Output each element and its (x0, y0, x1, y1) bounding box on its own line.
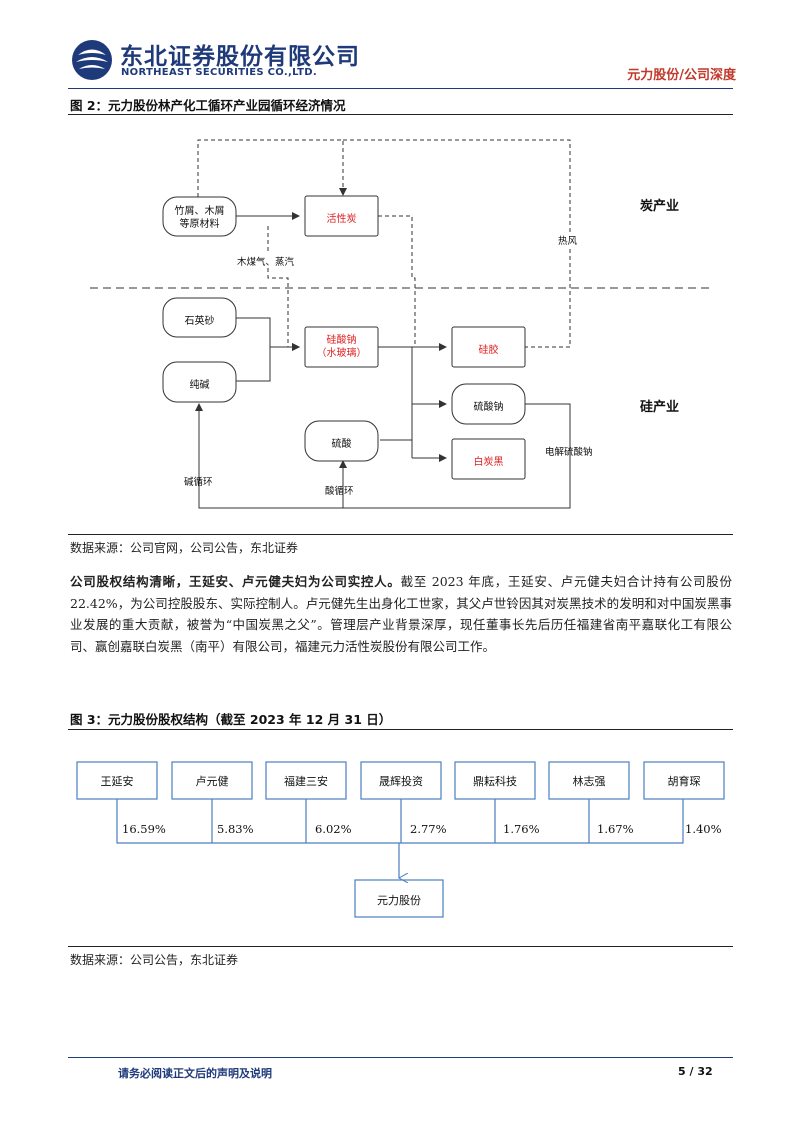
shareholder-pct-7: 1.40% (685, 822, 722, 836)
ownership-paragraph: 公司股权结构清晰，王延安、卢元健夫妇为公司实控人。截至 2023 年底，王延安、… (70, 571, 732, 657)
shareholder-pct-3: 6.02% (315, 822, 352, 836)
shareholder-pct-5: 1.76% (503, 822, 540, 836)
soda-ash-node (162, 361, 237, 403)
shareholder-name-4: 晟辉投资 (379, 775, 423, 788)
quartz-sand-label: 石英砂 (184, 316, 215, 327)
footer-disclaimer: 请务必阅读正文后的声明及说明 (118, 1067, 272, 1080)
shareholder-name-1: 王延安 (100, 775, 134, 788)
carbon-industry-label: 炭产业 (640, 199, 680, 214)
figure3-diagram (76, 761, 725, 918)
shareholder-pct-6: 1.67% (597, 822, 634, 836)
acid-cycle-label: 酸循环 (325, 486, 354, 497)
sulfuric-acid-label: 硫酸 (331, 439, 352, 450)
silica-gel-node (451, 326, 526, 368)
activated-carbon-label: 活性炭 (326, 214, 357, 225)
shareholder-pct-2: 5.83% (217, 822, 254, 836)
company-name-en: NORTHEAST SECURITIES CO.,LTD. (121, 67, 317, 78)
shareholder-pct-1: 16.59% (122, 822, 166, 836)
sodium-sulfate-node (451, 383, 526, 425)
figure2-diagram (90, 139, 712, 509)
company-name-cn: 东北证券股份有限公司 (120, 44, 360, 70)
company-name: 元力股份 (377, 894, 421, 907)
electrolysis-label: 电解硫酸钠 (545, 447, 593, 458)
sodium-silicate-line2: （水玻璃） (316, 348, 367, 359)
shareholder-name-3: 福建三安 (284, 775, 328, 788)
company-logo (70, 38, 114, 82)
paragraph-lead: 公司股权结构清晰，王延安、卢元健夫妇为公司实控人。 (70, 574, 401, 589)
raw-materials-line2: 等原材料 (179, 219, 220, 230)
activated-carbon-node (304, 195, 379, 237)
sodium-sulfate-label: 硫酸钠 (473, 402, 504, 413)
raw-materials-node (162, 196, 237, 237)
figure2-top-rule (68, 114, 733, 115)
carbon-dash (378, 215, 416, 347)
company-box (354, 879, 444, 918)
header-rule (68, 88, 733, 89)
hot-air-label: 热风 (558, 236, 578, 247)
sodium-silicate-line1: 硅酸钠 (326, 335, 357, 346)
figure3-top-rule (68, 729, 733, 730)
figure3-title: 图 3：元力股份股权结构（截至 2023 年 12 月 31 日） (70, 712, 392, 727)
silica-gel-label: 硅胶 (478, 345, 499, 356)
page-number: 5 / 32 (678, 1065, 713, 1078)
shareholder-box-7 (643, 761, 725, 800)
figure2-title: 图 2：元力股份林产化工循环产业园循环经济情况 (70, 98, 346, 113)
figure2-bottom-rule (68, 534, 733, 535)
shareholder-pct-4: 2.77% (410, 822, 447, 836)
wood-gas-label: 木煤气、蒸汽 (237, 257, 295, 268)
figure2-source: 数据来源：公司官网，公司公告，东北证券 (70, 541, 299, 555)
silicon-industry-label: 硅产业 (640, 400, 680, 415)
shareholder-name-2: 卢元健 (195, 775, 229, 788)
footer-rule (68, 1057, 733, 1058)
sodium-silicate-node (304, 326, 379, 368)
white-carbon-black-node (451, 438, 526, 480)
soda-ash-label: 纯碱 (189, 380, 210, 391)
sulfuric-acid-node (304, 420, 379, 462)
wood-gas-arrow (267, 226, 300, 351)
shareholder-name-6: 林志强 (572, 775, 606, 788)
raw-materials-line1: 竹屑、木屑 (174, 206, 225, 217)
white-carbon-black-label: 白炭黑 (473, 457, 504, 468)
shareholder-name-5: 鼎耘科技 (473, 775, 517, 788)
figure3-bottom-rule (68, 946, 733, 947)
shareholder-name-7: 胡育琛 (667, 775, 701, 788)
paragraph-body: 截至 2023 年底，王延安、卢元健夫妇合计持有公司股份 22.42%，为公司控… (70, 574, 732, 654)
figure3-source: 数据来源：公司公告，东北证券 (70, 953, 239, 967)
quartz-sand-node (162, 297, 237, 338)
alkali-cycle-label: 碱循环 (184, 477, 213, 488)
report-label: 元力股份/公司深度 (627, 68, 736, 83)
feedback-arrow-1 (197, 139, 347, 197)
